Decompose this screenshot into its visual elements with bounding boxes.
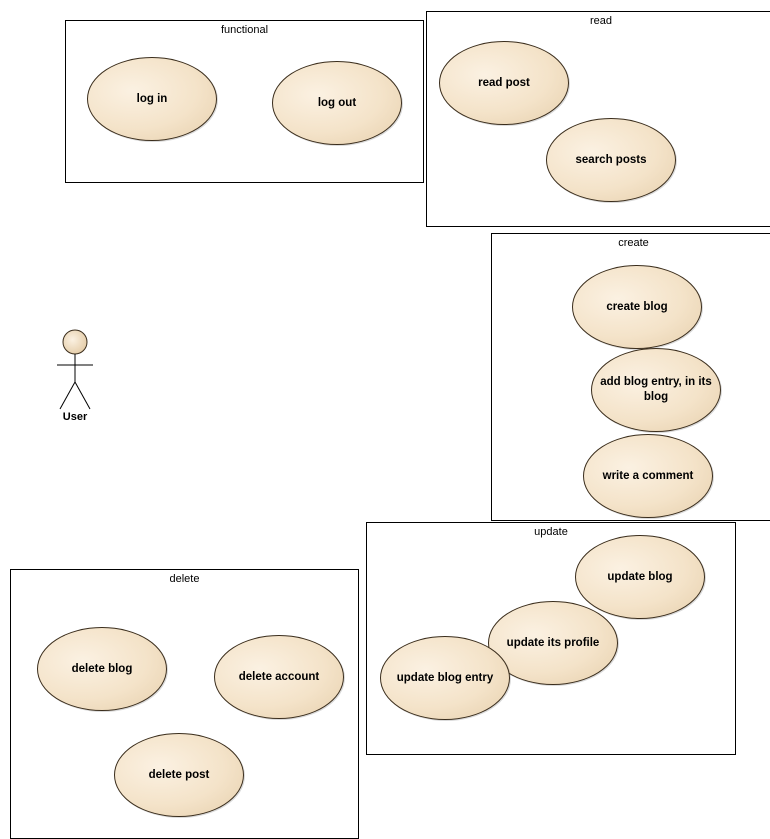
usecase-delete-account[interactable]: delete account [214,635,344,719]
actor-user[interactable]: User [50,327,100,427]
package-title: read [589,15,613,27]
usecase-delete-post[interactable]: delete post [114,733,244,817]
usecase-update-blog[interactable]: update blog [575,535,705,619]
package-title: delete [169,573,200,585]
usecase-add-blog-entry[interactable]: add blog entry, in its blog [591,348,721,432]
package-title: functional [220,24,269,36]
actor-name: User [62,411,88,423]
usecase-log-out[interactable]: log out [272,61,402,145]
stick-figure-icon [57,329,93,410]
usecase-create-blog[interactable]: create blog [572,265,702,349]
usecase-log-in[interactable]: log in [87,57,217,141]
usecase-read-post[interactable]: read post [439,41,569,125]
package-title: create [618,237,649,249]
usecase-search-posts[interactable]: search posts [546,118,676,202]
usecase-delete-blog[interactable]: delete blog [37,627,167,711]
package-title: update [534,526,568,538]
usecase-update-blog-entry[interactable]: update blog entry [380,636,510,720]
usecase-update-its-profile[interactable]: update its profile [488,601,618,685]
usecase-write-a-comment[interactable]: write a comment [583,434,713,518]
